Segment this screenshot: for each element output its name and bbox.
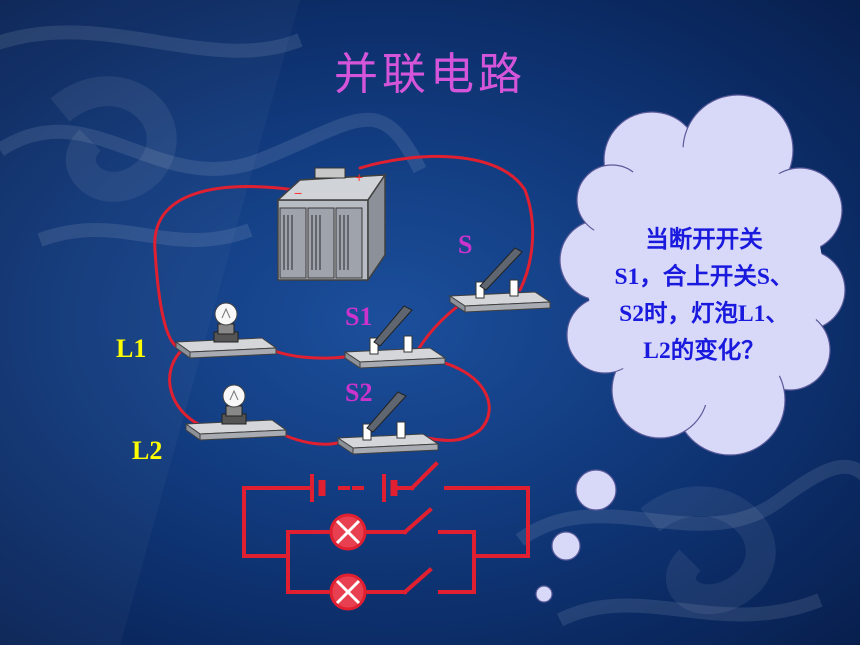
label-switch-s2: S2 xyxy=(345,378,373,407)
schematic-lamp-2-icon xyxy=(329,573,367,611)
svg-text:+: + xyxy=(355,169,363,185)
wire-battery-positive xyxy=(358,155,535,292)
label-switch-s: S xyxy=(458,230,473,259)
lamp-l2-icon xyxy=(184,384,288,441)
svg-text:−: − xyxy=(294,185,302,201)
label-lamp-l1: L1 xyxy=(116,334,147,363)
bubble-line-1: 当断开开关 xyxy=(645,227,763,253)
lamp-l1-icon xyxy=(174,302,278,359)
page-title: 并联电路 xyxy=(334,49,526,100)
battery-icon: − + xyxy=(276,167,387,283)
switch-s1-icon xyxy=(343,305,447,369)
schematic-lamp-1-icon xyxy=(329,513,367,551)
switch-s-icon xyxy=(448,247,552,313)
switch-s2-icon xyxy=(336,391,440,455)
wire-l1-to-l2 xyxy=(168,350,202,427)
bubble-line-3: S2时，灯泡L1、 xyxy=(619,301,789,327)
bubble-line-2: S1，合上开关S、 xyxy=(614,264,794,290)
wire-s1-to-s2 xyxy=(423,356,491,442)
thought-bubble-text: 当断开开关 S1，合上开关S、 S2时，灯泡L1、 L2的变化？ xyxy=(578,222,830,370)
bubble-line-4: L2的变化？ xyxy=(643,338,765,364)
thought-bubble-trail xyxy=(535,469,617,603)
label-switch-s1: S1 xyxy=(345,302,373,331)
label-lamp-l2: L2 xyxy=(132,436,163,465)
wire-battery-negative xyxy=(153,185,298,350)
